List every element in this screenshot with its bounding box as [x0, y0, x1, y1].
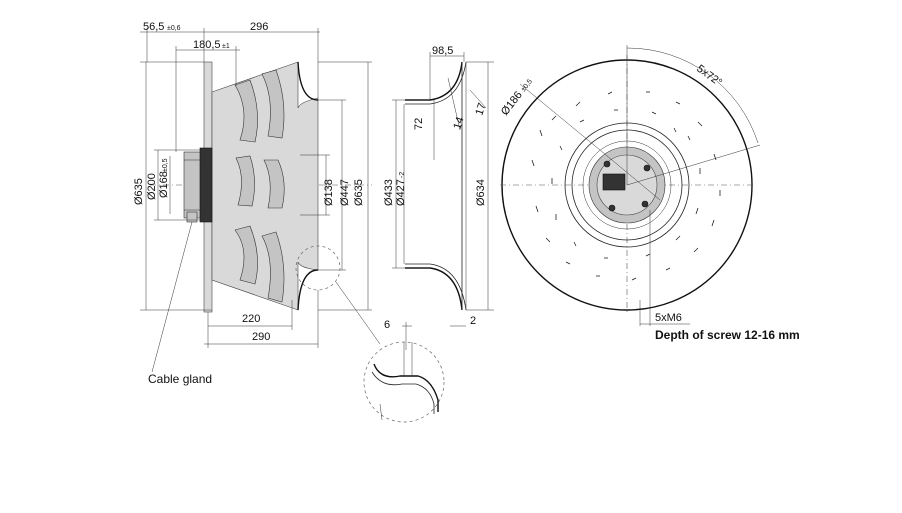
- dim-6: 6: [384, 319, 390, 331]
- dim-d427: Ø427: [395, 179, 407, 206]
- cable-gland-label: Cable gland: [148, 372, 212, 386]
- dim-d447: Ø447: [339, 179, 351, 206]
- dim-d635-right: Ø635: [353, 179, 365, 206]
- dim-d186-tol: ±0,5: [520, 78, 534, 93]
- dim-angle: 5x72°: [694, 63, 724, 89]
- dim-d635-left: Ø635: [133, 178, 145, 205]
- dim-d186: Ø186: [499, 89, 525, 118]
- dim-72: 72: [413, 118, 425, 130]
- dim-56-5-tol: ±0,6: [167, 25, 181, 32]
- dim-d634: Ø634: [475, 179, 487, 206]
- screw-depth-note: Depth of screw 12-16 mm: [655, 328, 800, 342]
- dim-d433: Ø433: [383, 179, 395, 206]
- dim-d138: Ø138: [323, 179, 335, 206]
- dim-180-5-tol: ±1: [222, 43, 230, 50]
- side-view: 56,5 ±0,6 296 180,5 ±1 Ø635 Ø200 Ø168 ±0…: [133, 21, 381, 386]
- front-view: 5x72° Ø186 ±0,5 5xM6 Depth of screw 12-1…: [499, 45, 800, 342]
- dim-98-5: 98,5: [432, 45, 453, 57]
- dim-180-5: 180,5: [193, 39, 221, 51]
- dim-220: 220: [242, 313, 260, 325]
- dim-d427-tol: -2: [399, 172, 406, 178]
- dim-d168-tol: ±0,5: [162, 158, 169, 172]
- dim-56-5: 56,5: [143, 21, 164, 33]
- section-view: 98,5 72 14 17 Ø433 Ø427 -2 Ø634 6 2: [363, 45, 494, 423]
- dim-d168: Ø168: [158, 171, 170, 198]
- dim-296: 296: [250, 21, 268, 33]
- dim-14: 14: [451, 116, 466, 131]
- dim-290: 290: [252, 331, 270, 343]
- dim-2: 2: [470, 315, 476, 327]
- dim-17: 17: [473, 102, 488, 117]
- dim-d200: Ø200: [146, 173, 158, 200]
- screw-label: 5xM6: [655, 312, 682, 324]
- blade-marks: [531, 91, 721, 281]
